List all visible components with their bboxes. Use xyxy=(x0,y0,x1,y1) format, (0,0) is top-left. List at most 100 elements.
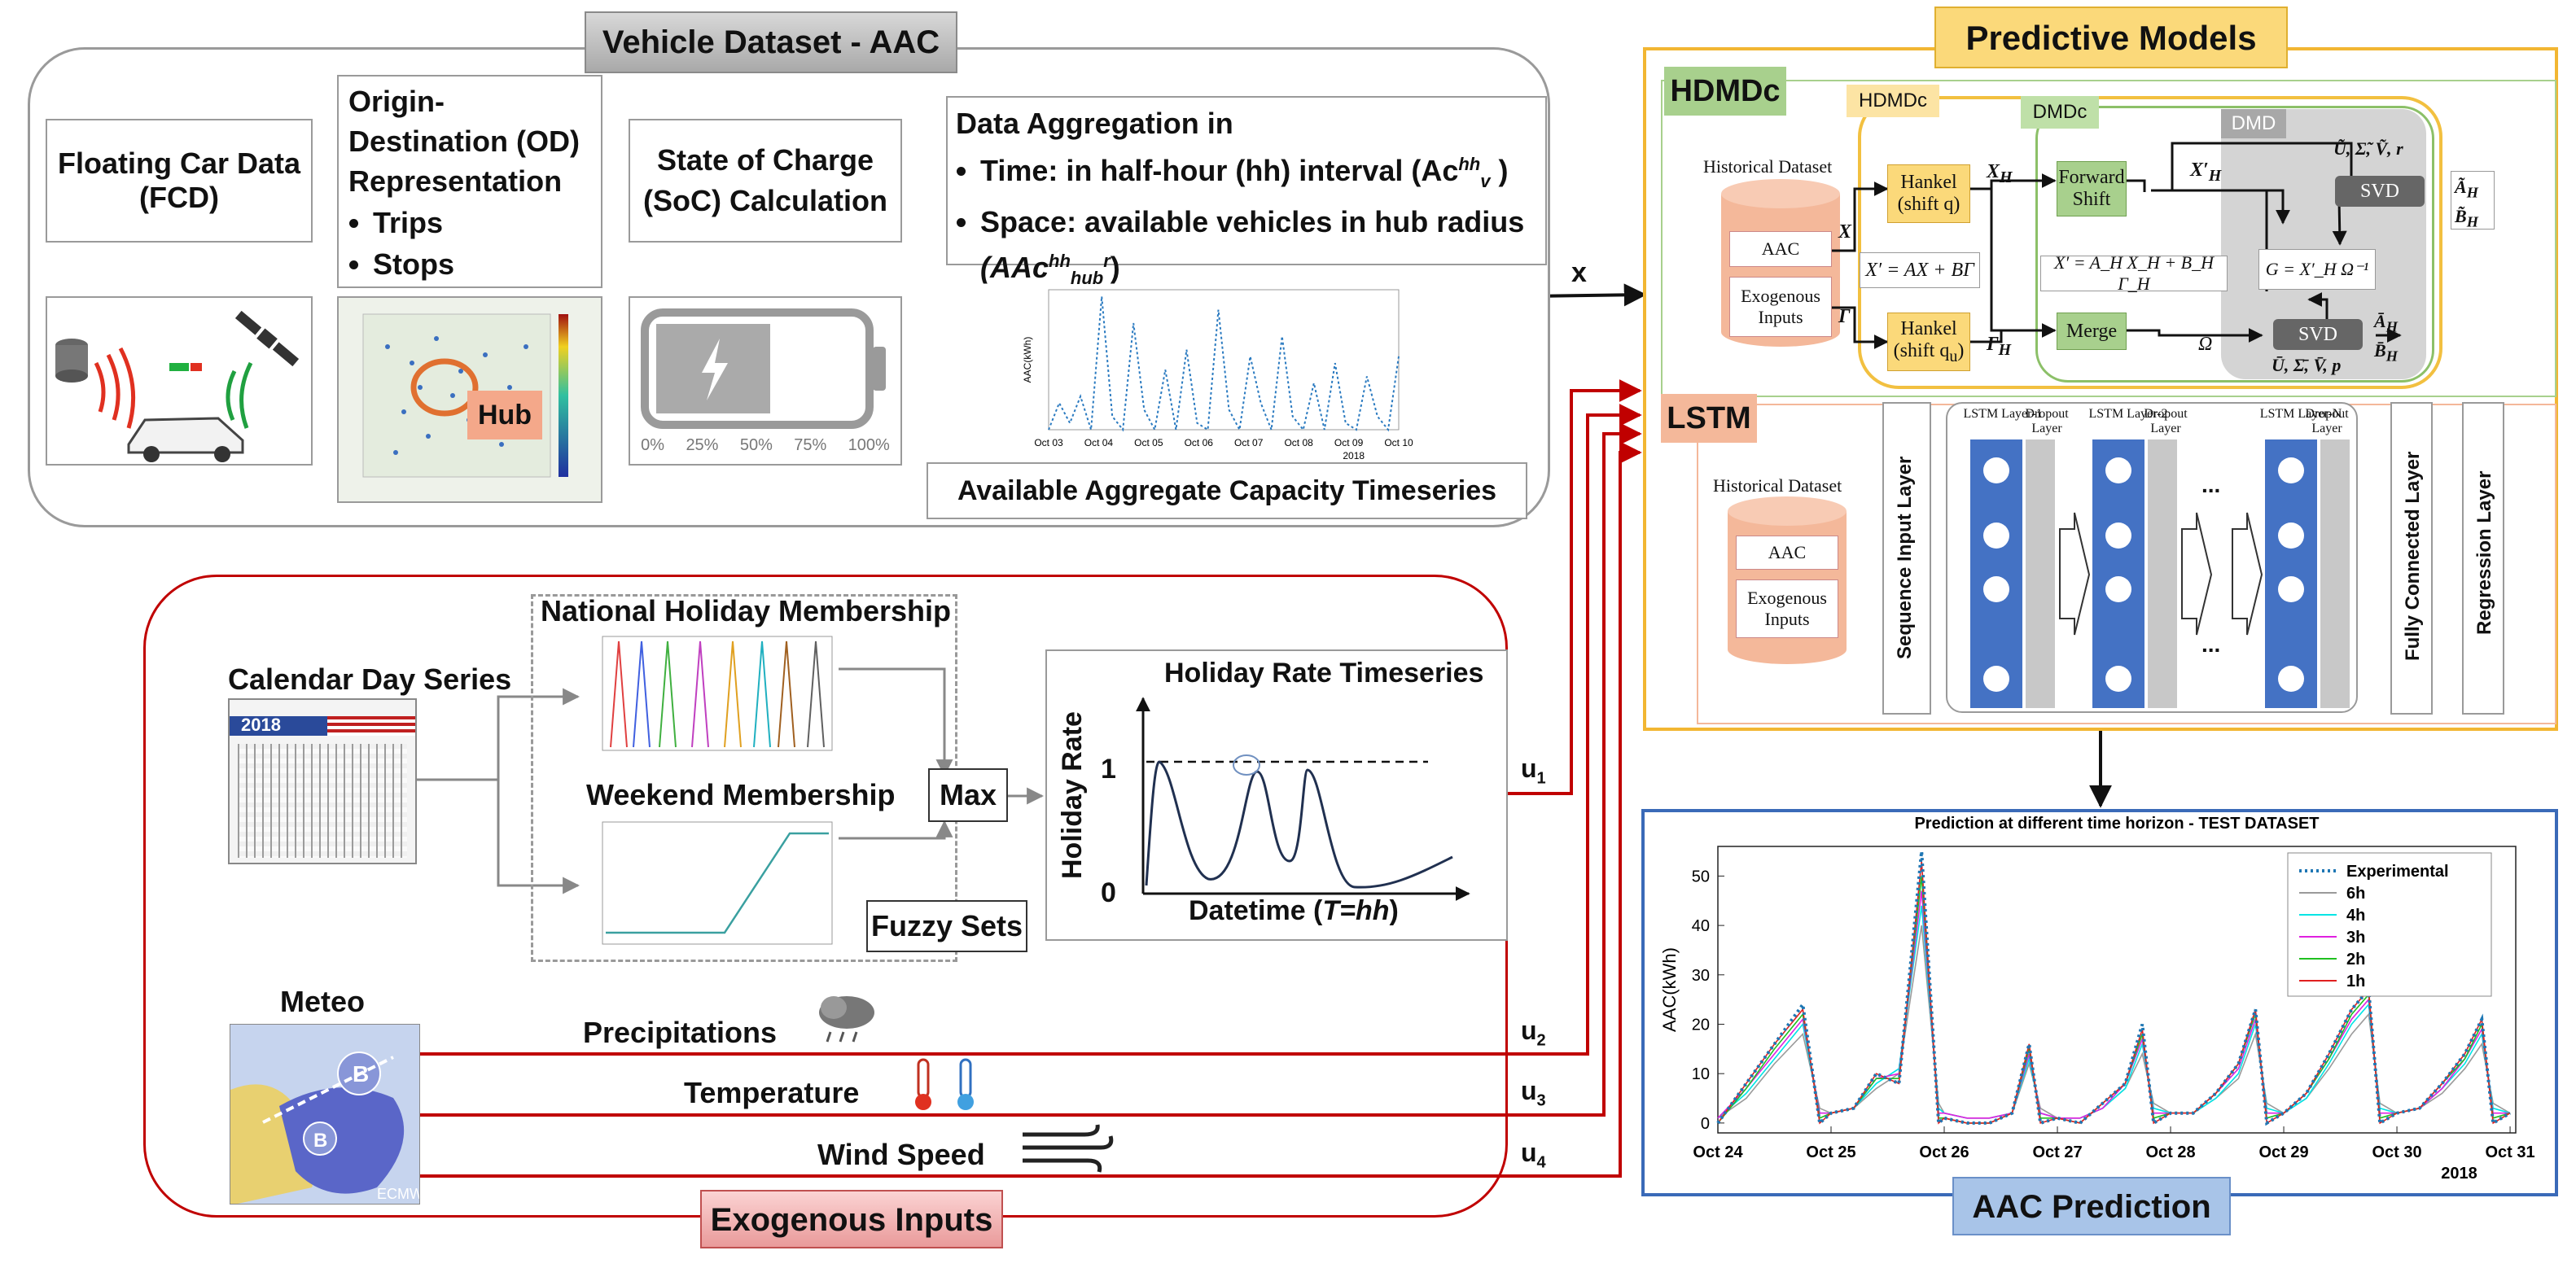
hankel-qu-sub: u xyxy=(1949,347,1958,365)
u2-text: u xyxy=(1521,1016,1537,1045)
hdmdc-historical-label: Historical Dataset xyxy=(1703,156,1833,177)
fuzzy-sets-box: Fuzzy Sets xyxy=(866,900,1027,952)
label-XH-sub: H xyxy=(2000,168,2013,186)
out-bottom-A: Ā xyxy=(2374,311,2386,331)
label-XH: XH xyxy=(1987,161,2013,187)
weather-map-icon: B B ECMWF xyxy=(230,1025,419,1204)
od-item-stops: Stops xyxy=(373,244,591,284)
od-box: Origin-Destination (OD) Representation T… xyxy=(337,75,602,288)
svd-bottom-params: Ū, Σ̄, V̄, p xyxy=(2272,355,2342,375)
meteo-label: Meteo xyxy=(280,985,366,1018)
weekend-membership-svg xyxy=(602,821,833,945)
thermometer-icon xyxy=(896,1055,993,1113)
equation-2: X′ = A_H X_H + B_H Γ_H xyxy=(2040,252,2228,294)
temp-label: Temperature xyxy=(684,1076,860,1109)
holiday-rate-tick-0: 0 xyxy=(1101,877,1116,908)
legend-label-1h: 1h xyxy=(2346,973,2365,990)
label-X: X xyxy=(1838,221,1852,243)
prediction-chart-svg: Prediction at different time horizon - T… xyxy=(1659,815,2535,1183)
fcd-box: Floating Car Data (FCD) xyxy=(46,119,313,243)
label-XpH-sub: H xyxy=(2208,166,2222,185)
dropout-1-label: Dropout Layer xyxy=(2025,407,2069,435)
lstm-dots-bottom: ... xyxy=(2201,632,2221,657)
meteo-map: B B ECMWF xyxy=(230,1024,420,1205)
aac-small-x-tick: Oct 06 xyxy=(1185,437,1214,448)
y-tick-label: 10 xyxy=(1692,1065,1710,1083)
agg-space-sup: hh xyxy=(1049,251,1071,272)
calendar-stripes xyxy=(327,716,415,736)
fully-connected-layer xyxy=(2390,402,2433,715)
holiday-rate-tick-1: 1 xyxy=(1101,754,1116,785)
satellite-car-icon xyxy=(55,310,300,462)
sequence-input-label: Sequence Input Layer xyxy=(1894,456,1916,659)
prediction-plot-frame xyxy=(1717,846,2517,1134)
dmd-tag: DMD xyxy=(2221,109,2286,138)
agg-space-text: Space: available vehicles in hub radius xyxy=(980,205,1525,239)
y-axis-label: AAC(kWh) xyxy=(1659,947,1680,1032)
label-Omega: Ω xyxy=(2198,334,2213,355)
aggregation-space: Space: available vehicles in hub radius(… xyxy=(980,203,1537,298)
lstm-tag: LSTM xyxy=(1661,394,1757,443)
arrow-u3 xyxy=(420,422,1642,1117)
u1-label: u1 xyxy=(1521,754,1546,788)
aac-small-ylabel: AAC(kWh) xyxy=(1022,337,1033,383)
national-holiday-label: National Holiday Membership xyxy=(540,594,952,627)
battery-icon xyxy=(641,308,886,429)
y-tick-label: 0 xyxy=(1701,1115,1710,1133)
merge-box: Merge xyxy=(2057,313,2127,350)
hdmdc-arrows xyxy=(1832,142,2402,349)
x-tick-label: Oct 26 xyxy=(1919,1143,1969,1161)
aggregation-box: Data Aggregation in Time: in half-hour (… xyxy=(946,96,1547,288)
arrow-u4 xyxy=(420,441,1642,1178)
holiday-membership-plot xyxy=(594,633,839,763)
aggregation-time: Time: in half-hour (hh) interval (Achhv … xyxy=(980,145,1537,201)
label-GammaH: ΓH xyxy=(1987,334,2011,360)
od-item-trips: Trips xyxy=(373,203,591,243)
x-year-label: 2018 xyxy=(2441,1165,2477,1183)
out-top-B: B̃ xyxy=(2455,206,2467,227)
label-XpH: X′H xyxy=(2190,160,2221,186)
aggregation-title: Data Aggregation in xyxy=(956,107,1233,140)
agg-space-sup2: r xyxy=(1103,251,1111,272)
legend-label-4h: 4h xyxy=(2346,907,2365,925)
svd-top-params: Ũ, Σ̃, Ṽ, r xyxy=(2333,138,2403,159)
arrow-cal-weekend xyxy=(497,780,580,894)
series-line-experimental xyxy=(1716,850,2512,1127)
battery-tick-100: 100% xyxy=(848,436,890,454)
arrow-holiday-max xyxy=(839,667,953,777)
x-tick-label: Oct 25 xyxy=(1806,1143,1855,1161)
hdmdc-inner-tag: HDMDc xyxy=(1847,85,1939,117)
x-tick-label: Oct 24 xyxy=(1693,1143,1743,1161)
regression-label: Regression Layer xyxy=(2473,470,2495,635)
max-box: Max xyxy=(928,768,1008,822)
out-top-A-sub: H xyxy=(2466,184,2478,201)
legend-box xyxy=(2287,852,2492,997)
lstm-dots-top: ... xyxy=(2201,472,2221,497)
label-GammaH-sub: H xyxy=(1998,340,2012,359)
predictive-models-title: Predictive Models xyxy=(1934,7,2288,68)
hdmdc-tag: HDMDc xyxy=(1664,67,1786,116)
hankel-qu-text: Hankel (shift q xyxy=(1893,317,1957,361)
weekend-membership-plot xyxy=(594,819,839,954)
legend-label-3h: 3h xyxy=(2346,929,2365,947)
wind-label: Wind Speed xyxy=(817,1138,985,1171)
prediction-chart-title: Prediction at different time horizon - T… xyxy=(1914,815,2319,833)
svg-text:B: B xyxy=(313,1130,327,1152)
lstm-aac-box: AAC xyxy=(1736,536,1838,570)
arrow-weekend-max xyxy=(839,820,953,840)
lstm-historical-label: Historical Dataset xyxy=(1713,475,1842,496)
arrow-cal-holiday xyxy=(417,688,580,781)
calendar-year: 2018 xyxy=(241,715,281,735)
out-top-A: Ã xyxy=(2455,177,2467,197)
fcd-illustration xyxy=(46,296,313,466)
prediction-tag: AAC Prediction xyxy=(1952,1177,2231,1235)
precip-label: Precipitations xyxy=(583,1016,778,1049)
agg-space-close: ) xyxy=(1110,251,1120,285)
soc-box: State of Charge (SoC) Calculation xyxy=(629,119,902,243)
aac-small-year: 2018 xyxy=(1343,450,1365,461)
